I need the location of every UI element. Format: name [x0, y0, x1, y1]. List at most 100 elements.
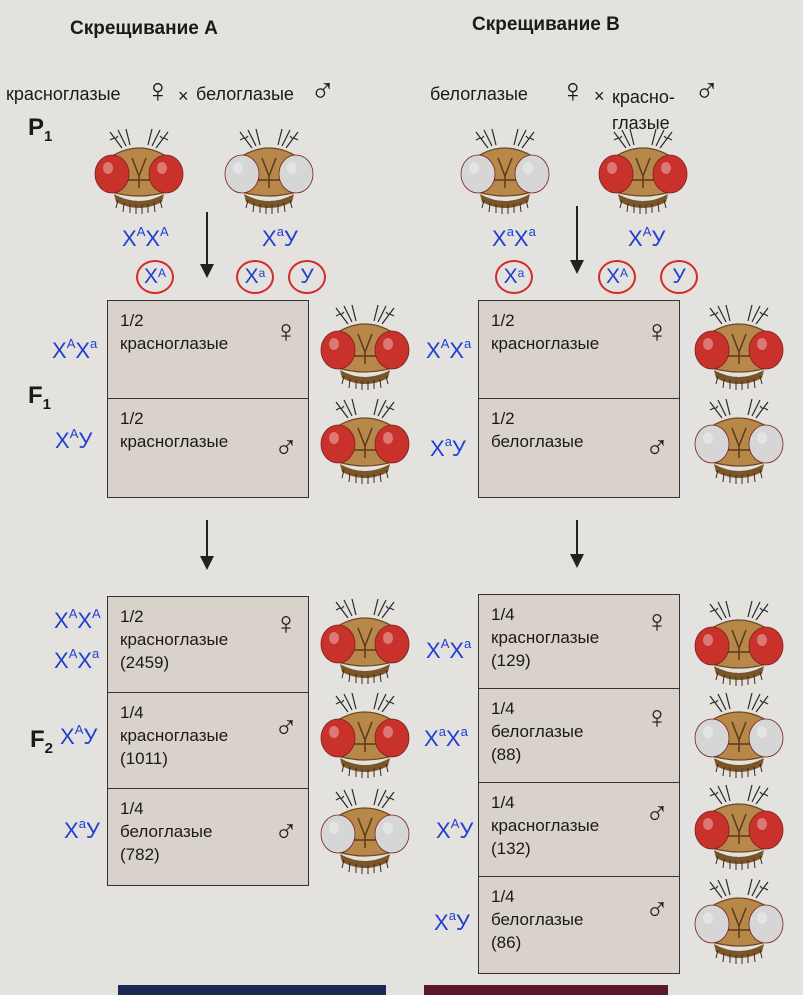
- cell-text: 1/2 красноглазые (2459): [120, 605, 228, 674]
- fly-head-icon: [692, 398, 786, 484]
- fly-f2-b-4: [692, 878, 786, 969]
- generation-f1-label: F1: [28, 382, 51, 413]
- fly-f2-a-3: [318, 788, 412, 879]
- genotype-f2-b-3: XAУ: [436, 818, 473, 844]
- male-symbol: ♂: [694, 76, 720, 106]
- f1-a-cell-male: 1/2 красноглазые ♂: [108, 399, 308, 496]
- fly-head-icon: [318, 398, 412, 484]
- f1-a-cell-female: 1/2 красноглазые ♀: [108, 301, 308, 399]
- cross-b-title: Скрещивание В: [472, 14, 620, 36]
- gamete-b-3: У: [660, 260, 698, 294]
- fly-p1-a-male: [222, 128, 316, 219]
- female-symbol: ♀: [645, 315, 669, 347]
- cross-b-times: ×: [594, 86, 605, 107]
- fly-head-icon: [318, 304, 412, 390]
- male-symbol: ♂: [645, 431, 669, 463]
- bottom-strip-right: [424, 985, 668, 995]
- cell-text: 1/4 белоглазые (88): [491, 697, 583, 766]
- female-symbol: ♀: [274, 607, 298, 639]
- genotype-f1-a-female: XAXa: [52, 338, 97, 364]
- female-symbol: ♀: [560, 76, 586, 106]
- male-symbol: ♂: [274, 431, 298, 463]
- f2-b-cell-1: 1/4 красноглазые (129) ♀: [479, 595, 679, 689]
- fly-head-icon: [318, 598, 412, 684]
- gamete-b-1: Xa: [495, 260, 533, 294]
- f2-b-cell-3: 1/4 красноглазые (132) ♂: [479, 783, 679, 877]
- fly-f2-b-1: [692, 600, 786, 691]
- f2-a-cell-2: 1/4 красноглазые (1011) ♂: [108, 693, 308, 789]
- genotype-p1-b-male: XAУ: [628, 226, 665, 252]
- genotype-p1-a-male: XaУ: [262, 226, 298, 252]
- fly-head-icon: [92, 128, 186, 214]
- genotype-f1-a-male: XAУ: [55, 428, 92, 454]
- fly-f1-a-female: [318, 304, 412, 395]
- gamete-a-3: У: [288, 260, 326, 294]
- female-symbol: ♀: [645, 701, 669, 733]
- male-symbol: ♂: [274, 815, 298, 847]
- male-symbol: ♂: [274, 711, 298, 743]
- male-symbol: ♂: [645, 893, 669, 925]
- genotype-p1-b-female: XaXa: [492, 226, 536, 252]
- genotype-f2-a-1: XAXA: [54, 608, 101, 634]
- genotype-p1-a-female: XAXA: [122, 226, 169, 252]
- cell-text: 1/2 красноглазые: [120, 309, 228, 355]
- female-symbol: ♀: [645, 605, 669, 637]
- f2-box-b: 1/4 красноглазые (129) ♀ 1/4 белоглазые …: [478, 594, 680, 974]
- fly-p1-a-female: [92, 128, 186, 219]
- female-symbol: ♀: [145, 76, 171, 106]
- cross-b-female-label: белоглазые: [430, 84, 528, 105]
- f1-box-a: 1/2 красноглазые ♀ 1/2 красноглазые ♂: [107, 300, 309, 498]
- fly-p1-b-female: [458, 128, 552, 219]
- fly-f1-b-male: [692, 398, 786, 489]
- genotype-f1-b-male: XaУ: [430, 436, 466, 462]
- fly-f2-a-2: [318, 692, 412, 783]
- genotype-f2-a-2: XAXa: [54, 648, 99, 674]
- cell-text: 1/2 красноглазые: [120, 407, 228, 453]
- generation-p1-label: P1: [28, 114, 52, 145]
- fly-f1-b-female: [692, 304, 786, 395]
- cell-text: 1/4 белоглазые (86): [491, 885, 583, 954]
- cell-text: 1/4 красноглазые (132): [491, 791, 599, 860]
- fly-head-icon: [692, 600, 786, 686]
- f2-a-cell-3: 1/4 белоглазые (782) ♂: [108, 789, 308, 885]
- f2-box-a: 1/2 красноглазые (2459) ♀ 1/4 красноглаз…: [107, 596, 309, 886]
- cross-a-title: Скрещивание А: [70, 18, 218, 40]
- fly-f1-a-male: [318, 398, 412, 489]
- fly-head-icon: [692, 692, 786, 778]
- genotype-f2-a-3: XAУ: [60, 724, 97, 750]
- genotype-f2-a-4: XaУ: [64, 818, 100, 844]
- fly-head-icon: [318, 788, 412, 874]
- female-symbol: ♀: [274, 315, 298, 347]
- fly-head-icon: [222, 128, 316, 214]
- fly-f2-a-1: [318, 598, 412, 689]
- fly-f2-b-2: [692, 692, 786, 783]
- cross-a-times: ×: [178, 86, 189, 107]
- f2-a-cell-1: 1/2 красноглазые (2459) ♀: [108, 597, 308, 693]
- generation-f2-label: F2: [30, 726, 53, 757]
- gamete-a-2: Xa: [236, 260, 274, 294]
- f1-b-cell-female: 1/2 красноглазые ♀: [479, 301, 679, 399]
- fly-f2-b-3: [692, 784, 786, 875]
- f1-b-cell-male: 1/2 белоглазые ♂: [479, 399, 679, 496]
- cross-a-female-label: красноглазые: [6, 84, 121, 105]
- cross-a-male-label: белоглазые: [196, 84, 294, 105]
- f2-b-cell-4: 1/4 белоглазые (86) ♂: [479, 877, 679, 972]
- fly-p1-b-male: [596, 128, 690, 219]
- genotype-f1-b-female: XAXa: [426, 338, 471, 364]
- f1-box-b: 1/2 красноглазые ♀ 1/2 белоглазые ♂: [478, 300, 680, 498]
- cell-text: 1/4 красноглазые (1011): [120, 701, 228, 770]
- gamete-a-1: XA: [136, 260, 174, 294]
- fly-head-icon: [596, 128, 690, 214]
- cell-text: 1/4 белоглазые (782): [120, 797, 212, 866]
- cell-text: 1/2 красноглазые: [491, 309, 599, 355]
- bottom-strip-left: [118, 985, 386, 995]
- fly-head-icon: [318, 692, 412, 778]
- gamete-b-2: XA: [598, 260, 636, 294]
- fly-head-icon: [692, 878, 786, 964]
- fly-head-icon: [692, 784, 786, 870]
- male-symbol: ♂: [310, 76, 336, 106]
- genotype-f2-b-4: XaУ: [434, 910, 470, 936]
- genotype-f2-b-1: XAXa: [426, 638, 471, 664]
- fly-head-icon: [458, 128, 552, 214]
- male-symbol: ♂: [645, 797, 669, 829]
